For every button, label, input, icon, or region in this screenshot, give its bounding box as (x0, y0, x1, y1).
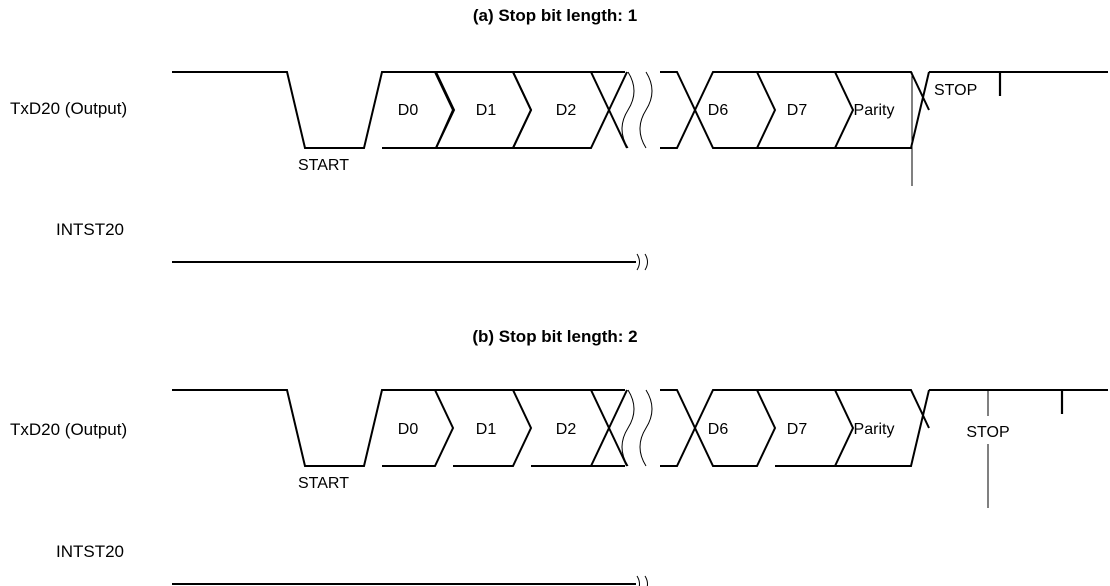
diagram-b-cell-d7: D7 (787, 421, 808, 438)
diagram-a-intst-label: INTST20 (56, 220, 124, 239)
diagram-b-intst-break-icon (636, 575, 648, 586)
diagram-b-stop-label: STOP (966, 424, 1009, 441)
diagram-b-cell-d1: D1 (476, 421, 497, 438)
diagram-a-intst-break-icon (636, 253, 648, 271)
diagram-b-txd-break-icon (621, 389, 653, 467)
diagram-a-cell-d0: D0 (398, 102, 419, 119)
diagram-b-title: (b) Stop bit length: 2 (472, 327, 637, 346)
diagram-a: (a) Stop bit length: 1 TxD20 (Output) IN… (10, 6, 1108, 271)
diagram-a-txd-label: TxD20 (Output) (10, 99, 127, 118)
diagram-a-title: (a) Stop bit length: 1 (473, 6, 637, 25)
diagram-a-cell-d7: D7 (787, 102, 808, 119)
diagram-b-cell-d0: D0 (398, 421, 419, 438)
diagram-b-cell-d6: D6 (708, 421, 729, 438)
diagram-a-cell-d2: D2 (556, 102, 577, 119)
diagram-a-start-label: START (298, 157, 349, 174)
diagram-a-txd-d2-shape (608, 71, 628, 149)
diagram-a-txd-post-break (660, 71, 930, 149)
diagram-b-intst-label: INTST20 (56, 542, 124, 561)
diagram-b-cell-d2: D2 (556, 421, 577, 438)
diagram-a-stop-label: STOP (934, 82, 977, 99)
diagram-a-cell-d1: D1 (476, 102, 497, 119)
diagram-a-cell-parity: Parity (854, 102, 895, 119)
diagram-b-start-label: START (298, 475, 349, 492)
diagram-b-txd-label: TxD20 (Output) (10, 420, 127, 439)
diagram-b-cell-parity: Parity (854, 421, 895, 438)
diagram-b: (b) Stop bit length: 2 TxD20 (Output) IN… (10, 327, 1108, 586)
diagram-a-cell-d6: D6 (708, 102, 729, 119)
diagram-a-txd-wave-cells (511, 71, 611, 149)
diagram-b-txd-wave (172, 389, 930, 467)
diagram-a-txd-break-icon (621, 71, 653, 149)
